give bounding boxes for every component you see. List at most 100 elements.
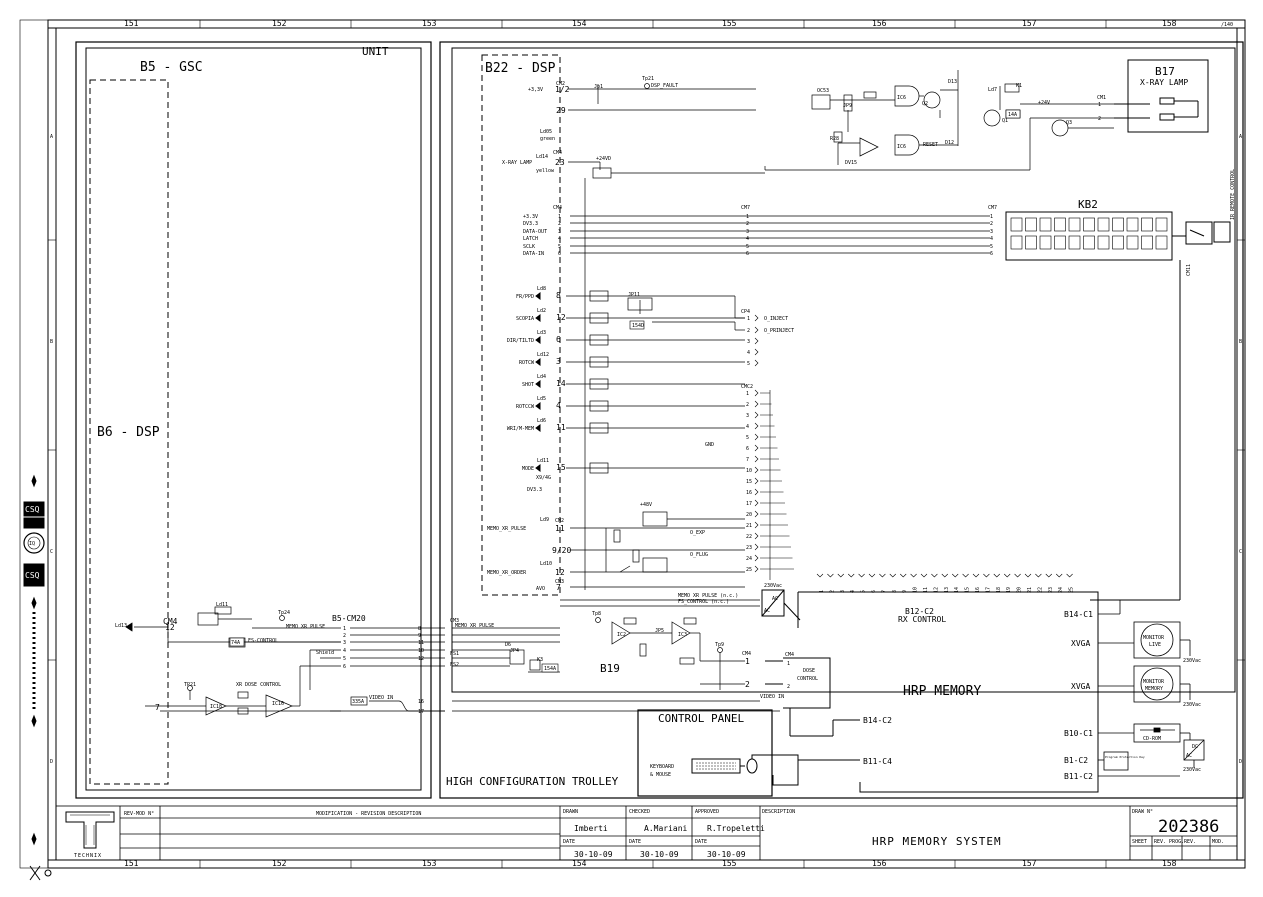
kb2-key (1039, 235, 1052, 250)
ruler-row-d: D (50, 759, 53, 765)
xray-lamp-label: X-RAY LAMP (502, 160, 532, 166)
optocoupler (589, 422, 609, 434)
rx-pin-6: 6 (871, 590, 877, 593)
b6-p5: 5 (343, 656, 346, 662)
checked-header: CHECKED (629, 809, 650, 815)
cp4-label: CP4 (741, 309, 750, 315)
ruler-top-8: 158 (1162, 19, 1177, 28)
b6-fs-control: FS-CONTROL (248, 638, 278, 644)
cmc2-chevron (754, 411, 759, 419)
b5-gsc-label: B5 - GSC (140, 60, 203, 75)
led-icon (535, 314, 541, 322)
cdrom-label: CD-ROM (1143, 736, 1161, 742)
svg-text:10: 10 (418, 648, 424, 654)
svg-text:JP11: JP11 (628, 292, 640, 298)
cmc2-chevron (754, 554, 759, 562)
svg-text:9/20: 9/20 (552, 546, 571, 555)
cmc2-pin-23: 23 (746, 545, 752, 551)
cm7-pin-2: 2 (746, 221, 749, 227)
optocoupler (589, 312, 609, 324)
svg-text:Ld10: Ld10 (540, 561, 552, 567)
b6-memo-pulse: MEMO XR PULSE (286, 624, 325, 630)
approved-by: R.Tropeletti (707, 824, 765, 833)
b6-p6: 6 (343, 664, 346, 670)
top-ruler (48, 20, 1245, 868)
approved-header: APPROVED (695, 809, 719, 815)
svg-text:CM7: CM7 (988, 205, 997, 211)
ruler-bottom-5: 155 (722, 859, 737, 868)
rx-chevron (972, 573, 980, 578)
rx-chevron (962, 573, 969, 578)
kb2-key (1054, 217, 1066, 232)
b6-ic16: IC16 (272, 701, 284, 707)
rx-pin-7: 7 (881, 590, 887, 593)
cm7b-pin-5: 5 (990, 244, 993, 250)
cmc2-pin-2: 2 (746, 402, 749, 408)
svg-text:+24V: +24V (1038, 100, 1050, 106)
svg-text:12: 12 (418, 656, 424, 662)
kb2-key (1126, 217, 1139, 232)
svg-text:Q1: Q1 (1002, 118, 1008, 124)
cp4-chevron (754, 348, 759, 356)
cm7b-pin-4: 4 (990, 236, 993, 242)
cmc2-chevron (754, 444, 759, 452)
kb2-key (1068, 235, 1081, 250)
cmc2-pin-16: 16 (746, 490, 752, 496)
svg-text:CM2: CM2 (556, 81, 565, 87)
b5-cm20-label: B5-CM20 (332, 614, 366, 623)
kb2-key (1025, 235, 1037, 250)
cp4-chevron (754, 314, 759, 322)
rx-chevron (1035, 573, 1042, 578)
cm4-signal-5: SCLK (523, 244, 535, 250)
dsp-signal-pin: 11 (556, 423, 566, 432)
dsp-signal-pin: 6 (556, 335, 561, 344)
rx-pin-15: 15 (965, 587, 971, 593)
cmc2-pin-3: 3 (746, 413, 749, 419)
rx-chevron (889, 573, 897, 578)
svg-text:CM3: CM3 (555, 579, 564, 585)
dsp-signal-pin: 3 (556, 357, 561, 366)
rx-pin-2: 2 (829, 590, 835, 593)
rx-pin-22: 22 (1037, 587, 1043, 593)
optocoupler (589, 290, 609, 302)
ruler-row-d-right: D (1239, 759, 1242, 765)
svg-text:Ld14: Ld14 (536, 154, 548, 160)
dsp-signal-pin: 12 (556, 313, 566, 322)
cmc2-pin-24: 24 (746, 556, 752, 562)
memo-xr-pulse-label: MEMO_XR_PULSE (487, 526, 526, 532)
svg-text:+48V: +48V (640, 502, 652, 508)
svg-text:CM4: CM4 (742, 651, 751, 657)
hrp-memory-box (761, 589, 1099, 793)
cm7b-pin-3: 3 (990, 229, 993, 235)
kb2-key (1155, 217, 1168, 232)
svg-text:Ld05: Ld05 (540, 129, 552, 135)
dc-label: DC (1192, 744, 1198, 750)
kb2-key (1126, 235, 1139, 250)
kb2-key (1010, 235, 1023, 250)
led-icon (535, 292, 541, 300)
ruler-row-b: B (50, 339, 53, 345)
b22-top-circuit (568, 70, 1114, 171)
unit-label: UNIT (362, 45, 389, 58)
control-panel-box (637, 709, 860, 797)
b6-cm4-label: CM4 (163, 617, 178, 626)
cmc2-pin-7: 7 (746, 457, 749, 463)
x9-label: X9/4G (536, 475, 551, 481)
rx-chevron (1066, 573, 1073, 578)
dsp-signal-label: ROTCW (519, 360, 535, 366)
svg-text:1: 1 (745, 657, 750, 666)
rx-chevron (983, 573, 990, 578)
cmc2-pin-21: 21 (746, 523, 752, 529)
unit-frame (75, 41, 432, 799)
ir-remote (1090, 221, 1231, 601)
b22-dsp-label: B22 - DSP (485, 61, 556, 76)
ruler-top-1: 151 (124, 19, 139, 28)
svg-text:JP9: JP9 (843, 103, 852, 109)
cp4-pin-1: 1 (747, 316, 750, 322)
cmc2-pin-22: 22 (746, 534, 752, 540)
date-header-3: DATE (695, 839, 707, 845)
cmc2-chevron (754, 499, 759, 507)
